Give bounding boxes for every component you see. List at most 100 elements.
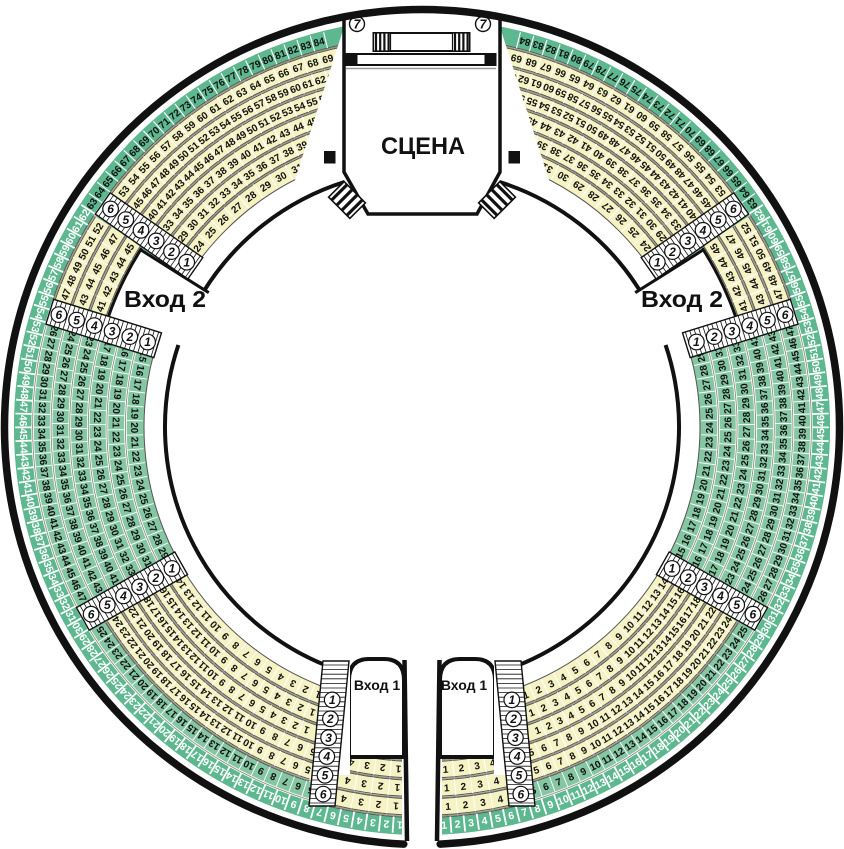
svg-text:51: 51 [257,116,272,131]
svg-text:62: 62 [608,91,624,106]
svg-text:31: 31 [62,608,78,624]
svg-text:19: 19 [128,408,140,420]
svg-text:9: 9 [614,631,626,643]
svg-text:5: 5 [303,763,312,775]
svg-text:69: 69 [321,53,335,67]
svg-text:26: 26 [751,555,766,570]
svg-text:29: 29 [39,363,52,376]
svg-text:9: 9 [617,677,629,689]
svg-text:36: 36 [793,547,808,562]
svg-text:8: 8 [229,661,240,673]
svg-text:25: 25 [746,568,761,583]
svg-text:83: 83 [531,38,545,52]
svg-text:28: 28 [744,643,761,660]
svg-text:54: 54 [537,98,552,112]
svg-text:5: 5 [570,665,581,678]
svg-text:27: 27 [96,482,109,495]
svg-text:37: 37 [86,522,100,536]
svg-text:6: 6 [782,308,789,322]
svg-text:83: 83 [299,40,313,54]
svg-text:28: 28 [761,530,775,544]
svg-text:2: 2 [167,245,175,259]
svg-text:30: 30 [754,482,767,495]
svg-text:15: 15 [616,763,632,779]
svg-text:80: 80 [569,51,584,66]
svg-text:3: 3 [279,713,289,726]
svg-text:34: 34 [783,572,799,588]
svg-text:6: 6 [542,781,551,793]
svg-text:37: 37 [268,152,283,167]
svg-text:2: 2 [383,817,390,829]
svg-text:45: 45 [63,566,78,581]
svg-text:8: 8 [604,640,616,652]
svg-text:42: 42 [731,283,746,298]
svg-text:48: 48 [18,387,31,400]
svg-text:40: 40 [752,347,765,361]
svg-text:30: 30 [768,504,781,518]
svg-text:52: 52 [91,221,106,237]
svg-text:10: 10 [586,717,602,732]
svg-text:53: 53 [281,105,296,120]
svg-text:3: 3 [136,580,143,594]
svg-text:20: 20 [724,523,738,537]
svg-text:9: 9 [258,723,268,736]
svg-text:2: 2 [668,245,676,259]
svg-text:4: 4 [119,589,127,603]
svg-text:43: 43 [813,455,826,468]
svg-text:58: 58 [778,255,794,271]
svg-text:2: 2 [458,763,465,775]
svg-text:20: 20 [698,478,711,492]
svg-text:4: 4 [497,794,505,806]
svg-text:1: 1 [527,707,537,719]
svg-text:17: 17 [707,563,722,578]
svg-text:55: 55 [600,108,616,123]
svg-text:6: 6 [582,657,593,669]
svg-text:50: 50 [754,246,769,261]
svg-text:47: 47 [73,589,88,604]
svg-text:48: 48 [813,387,826,400]
svg-text:6: 6 [252,655,263,667]
svg-text:66: 66 [553,65,568,79]
svg-text:10: 10 [589,737,604,752]
svg-text:29: 29 [102,510,116,524]
svg-text:17: 17 [697,541,712,556]
svg-text:2: 2 [539,702,549,714]
svg-text:32: 32 [758,456,770,469]
svg-text:1: 1 [395,762,402,773]
svg-text:9: 9 [289,797,299,810]
svg-text:41: 41 [106,572,121,587]
svg-text:39: 39 [777,383,789,396]
svg-text:6: 6 [247,696,258,709]
svg-text:14: 14 [224,769,240,785]
svg-text:54: 54 [797,306,812,321]
svg-text:62: 62 [77,207,93,223]
svg-text:77: 77 [224,70,239,85]
svg-text:Вход 2: Вход 2 [124,286,206,312]
svg-text:34: 34 [77,483,90,496]
svg-text:47: 47 [772,286,786,301]
svg-text:29: 29 [772,553,786,568]
svg-text:61: 61 [301,78,315,92]
svg-text:61: 61 [70,219,86,235]
svg-text:35: 35 [40,559,55,574]
svg-text:11: 11 [261,787,276,802]
svg-text:30: 30 [54,411,65,423]
svg-text:1: 1 [183,255,190,269]
svg-text:46: 46 [787,336,800,350]
svg-text:43: 43 [794,375,806,388]
svg-text:5: 5 [527,747,536,759]
svg-text:60: 60 [63,231,79,247]
svg-text:52: 52 [739,220,754,236]
svg-text:22: 22 [91,412,102,424]
svg-text:10: 10 [588,759,603,774]
svg-text:1: 1 [397,818,404,830]
svg-text:41: 41 [797,401,809,413]
svg-text:3: 3 [556,715,566,728]
svg-text:28: 28 [767,565,782,580]
svg-text:5: 5 [342,811,350,824]
svg-text:37: 37 [796,453,808,465]
svg-text:24: 24 [738,468,751,481]
svg-text:51: 51 [807,346,821,360]
svg-text:19: 19 [707,514,721,528]
svg-text:5: 5 [715,213,722,227]
